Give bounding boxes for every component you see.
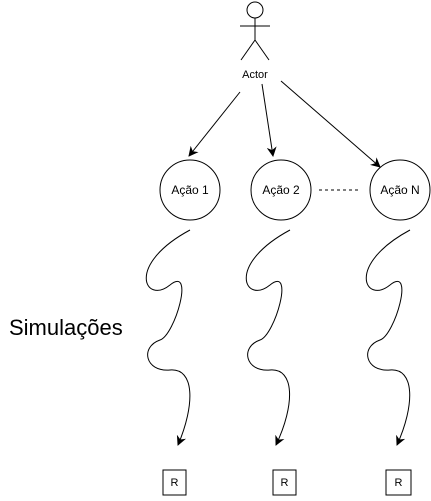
result-box <box>162 469 187 496</box>
action-node-n[interactable]: Ação N <box>369 159 431 221</box>
action-node-1[interactable]: Ação 1 <box>159 159 221 221</box>
stick-figure-icon <box>240 1 270 61</box>
result-node-2[interactable]: R <box>272 469 297 496</box>
result-label: R <box>281 477 289 489</box>
result-node-3[interactable]: R <box>385 469 412 496</box>
action-circle <box>159 159 221 221</box>
wavy-arrows <box>145 229 411 446</box>
wavy-arrow-icon <box>245 229 291 446</box>
actor-to-action-arrows <box>188 80 381 168</box>
actor-label: Actor <box>242 69 268 81</box>
result-box <box>385 469 412 496</box>
result-label: R <box>395 477 403 489</box>
action-circle <box>369 159 431 221</box>
action-circle <box>250 159 312 221</box>
result-box <box>272 469 297 496</box>
action-node-2[interactable]: Ação 2 <box>250 159 312 221</box>
wavy-arrow-icon <box>365 229 411 446</box>
result-label: R <box>171 477 179 489</box>
action-label: Ação N <box>380 183 419 197</box>
arrow-to-action-2 <box>261 83 277 157</box>
action-label: Ação 2 <box>262 183 300 197</box>
actor[interactable]: Actor <box>240 1 270 81</box>
wavy-arrow-icon <box>145 229 191 446</box>
simulations-label: Simulações <box>9 315 123 340</box>
arrow-to-action-n <box>280 80 381 168</box>
action-label: Ação 1 <box>171 183 209 197</box>
result-node-1[interactable]: R <box>162 469 187 496</box>
arrow-to-action-1 <box>188 91 241 157</box>
